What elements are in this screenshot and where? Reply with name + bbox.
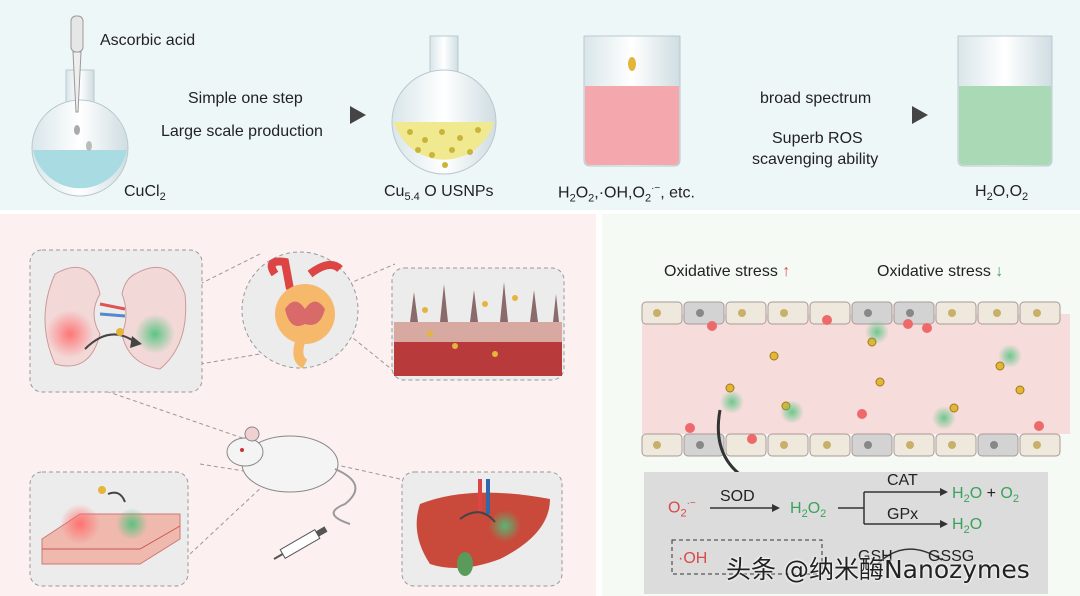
arrow-up-icon: ↑ — [782, 263, 791, 280]
synthesis-scheme — [31, 15, 1053, 197]
ros-label: H2O2,·OH,O2·−, etc. — [558, 183, 695, 205]
stress-up-label: Oxidative stress ↑ — [664, 263, 791, 280]
blood-vessel-icon — [641, 301, 1070, 594]
arrow-down-icon: ↓ — [995, 263, 1004, 280]
skin-icon — [41, 486, 181, 565]
flask-icon — [31, 69, 129, 197]
cat-label: CAT — [887, 472, 918, 489]
products-label: H2O,O2 — [975, 183, 1029, 204]
scavenge-label-1: broad spectrum — [760, 90, 872, 107]
synthesis-label-1: Simple one step — [188, 90, 303, 107]
scavenge-label-3: scavenging ability — [752, 151, 879, 168]
kidney-icon — [44, 266, 187, 370]
sod-label: SOD — [720, 488, 755, 505]
watermark: 头条 @纳米酶Nanozymes — [726, 555, 1030, 584]
tissue-icon — [394, 282, 562, 376]
glomerulus-icon — [267, 257, 343, 369]
syringe-icon — [273, 526, 328, 560]
reagent-label: Ascorbic acid — [100, 32, 196, 49]
product-water-oxygen: H2O + O2 — [952, 485, 1019, 506]
mouse-icon — [226, 426, 357, 525]
organ-illustration — [29, 249, 565, 587]
beaker-icon — [957, 35, 1053, 167]
superoxide-label: O2·− — [668, 498, 696, 520]
hydroxyl-label: ·OH — [678, 550, 708, 567]
liver-icon — [416, 479, 550, 576]
h2o2-label: H2O2 — [790, 500, 827, 521]
dropper-icon — [70, 15, 92, 151]
gsh-label: GSH — [858, 548, 893, 565]
synthesis-label-2: Large scale production — [161, 123, 323, 140]
flask-icon — [391, 35, 497, 175]
stress-down-label: Oxidative stress ↓ — [877, 263, 1004, 280]
beaker-icon — [583, 35, 681, 167]
scavenge-label-2: Superb ROS — [772, 130, 863, 147]
gssg-label: GSSG — [928, 548, 975, 565]
gpx-label: GPx — [887, 506, 919, 523]
precursor-label: CuCl2 — [124, 183, 166, 204]
product-label: Cu5.4 O USNPs — [384, 183, 494, 204]
product-water: H2O — [952, 516, 983, 537]
top-panel — [0, 0, 1080, 210]
